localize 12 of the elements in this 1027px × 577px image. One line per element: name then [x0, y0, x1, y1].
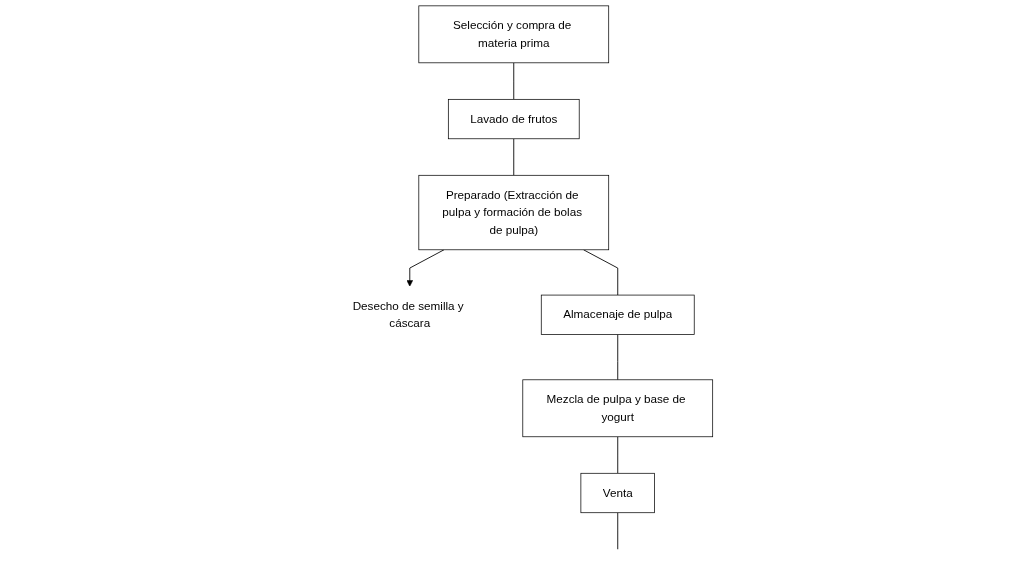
node-box: Selección y compra de materia prima	[418, 5, 609, 64]
connector	[617, 436, 618, 474]
node-box: Almacenaje de pulpa	[540, 294, 695, 335]
connector	[617, 334, 618, 381]
node-box: Venta	[580, 472, 655, 514]
connector	[513, 62, 514, 100]
node-text: Desecho de semilla y cáscara	[352, 299, 464, 330]
node-box: Preparado (Extracción de pulpa y formación de bolas de pulpa)	[418, 174, 609, 251]
node-box: Mezcla de pulpa y base de yogurt	[522, 379, 713, 438]
connector	[617, 512, 618, 550]
node-box: Lavado de frutos	[447, 98, 580, 140]
connector	[513, 138, 514, 176]
